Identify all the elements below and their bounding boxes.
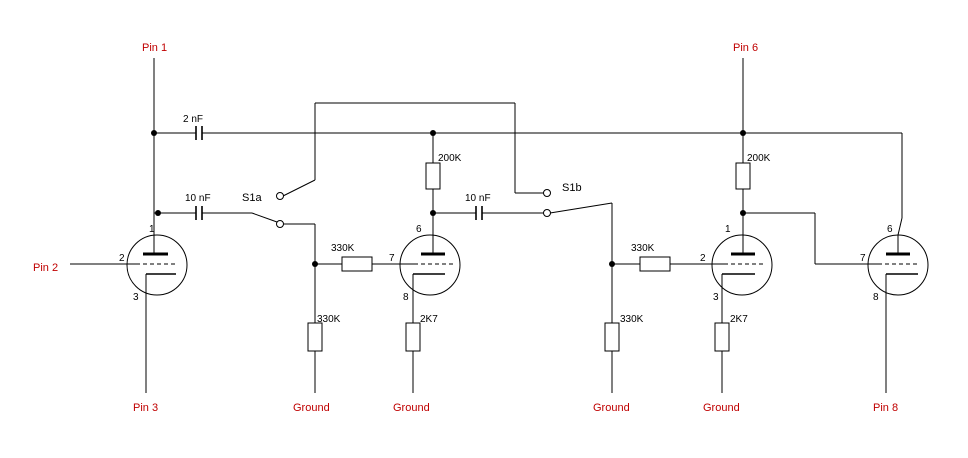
resistor-2k7-cathode-2: [714, 322, 730, 352]
resistor-2k7-cathode-1: [405, 322, 421, 352]
label-res-330k-grid-2: 330K: [620, 314, 644, 325]
label-res-200k-1: 200K: [438, 153, 462, 164]
switch-s1b-contact-upper: [543, 189, 551, 197]
tube-1: [126, 234, 188, 296]
label-res-330k-series-2: 330K: [631, 243, 655, 254]
tube3-pin-cathode: 3: [713, 292, 719, 303]
resistor-330k-series-2: [639, 256, 671, 272]
label-ground-2: Ground: [393, 402, 430, 414]
tube3-pin-grid: 2: [700, 253, 706, 264]
tube4-pin-cathode: 8: [873, 292, 879, 303]
tube1-pin-grid: 2: [119, 253, 125, 264]
capacitor-10nf-input: [195, 206, 203, 220]
switch-s1a-contact-lower: [276, 220, 284, 228]
resistor-330k-grid-leak-1: [307, 322, 323, 352]
label-ground-4: Ground: [703, 402, 740, 414]
tube2-pin-plate: 6: [416, 224, 422, 235]
label-cap-10nf-coupling: 10 nF: [465, 193, 491, 204]
label-pin-6: Pin 6: [733, 42, 758, 54]
tube1-pin-cathode: 3: [133, 292, 139, 303]
label-cap-10nf-input: 10 nF: [185, 193, 211, 204]
capacitor-2nf: [195, 126, 203, 140]
tube2-pin-grid: 7: [389, 253, 395, 264]
label-pin-2: Pin 2: [33, 262, 58, 274]
tube2-pin-cathode: 8: [403, 292, 409, 303]
label-pin-3: Pin 3: [133, 402, 158, 414]
label-res-330k-grid-1: 330K: [317, 314, 341, 325]
tube4-pin-plate: 6: [887, 224, 893, 235]
resistor-330k-series-1: [341, 256, 373, 272]
tube-4: [867, 234, 929, 296]
label-switch-s1a: S1a: [242, 192, 262, 204]
resistor-200k-plate-2: [735, 162, 751, 190]
wiring: [70, 58, 903, 393]
junction-dots: [151, 130, 746, 267]
label-ground-3: Ground: [593, 402, 630, 414]
label-pin-8: Pin 8: [873, 402, 898, 414]
switch-s1a-contact-upper: [276, 192, 284, 200]
label-switch-s1b: S1b: [562, 182, 582, 194]
tube3-pin-plate: 1: [725, 224, 731, 235]
switch-s1b-contact-lower: [543, 209, 551, 217]
label-res-2k7-2: 2K7: [730, 314, 748, 325]
resistor-330k-grid-leak-2: [604, 322, 620, 352]
label-res-2k7-1: 2K7: [420, 314, 438, 325]
label-res-200k-2: 200K: [747, 153, 771, 164]
resistor-200k-plate-1: [425, 162, 441, 190]
capacitor-10nf-coupling: [475, 206, 483, 220]
tube1-pin-plate: 1: [149, 224, 155, 235]
tube4-pin-grid: 7: [860, 253, 866, 264]
label-cap-2nf: 2 nF: [183, 114, 203, 125]
tube-2: [399, 234, 461, 296]
label-ground-1: Ground: [293, 402, 330, 414]
tube-3: [711, 234, 773, 296]
label-res-330k-series-1: 330K: [331, 243, 355, 254]
label-pin-1: Pin 1: [142, 42, 167, 54]
